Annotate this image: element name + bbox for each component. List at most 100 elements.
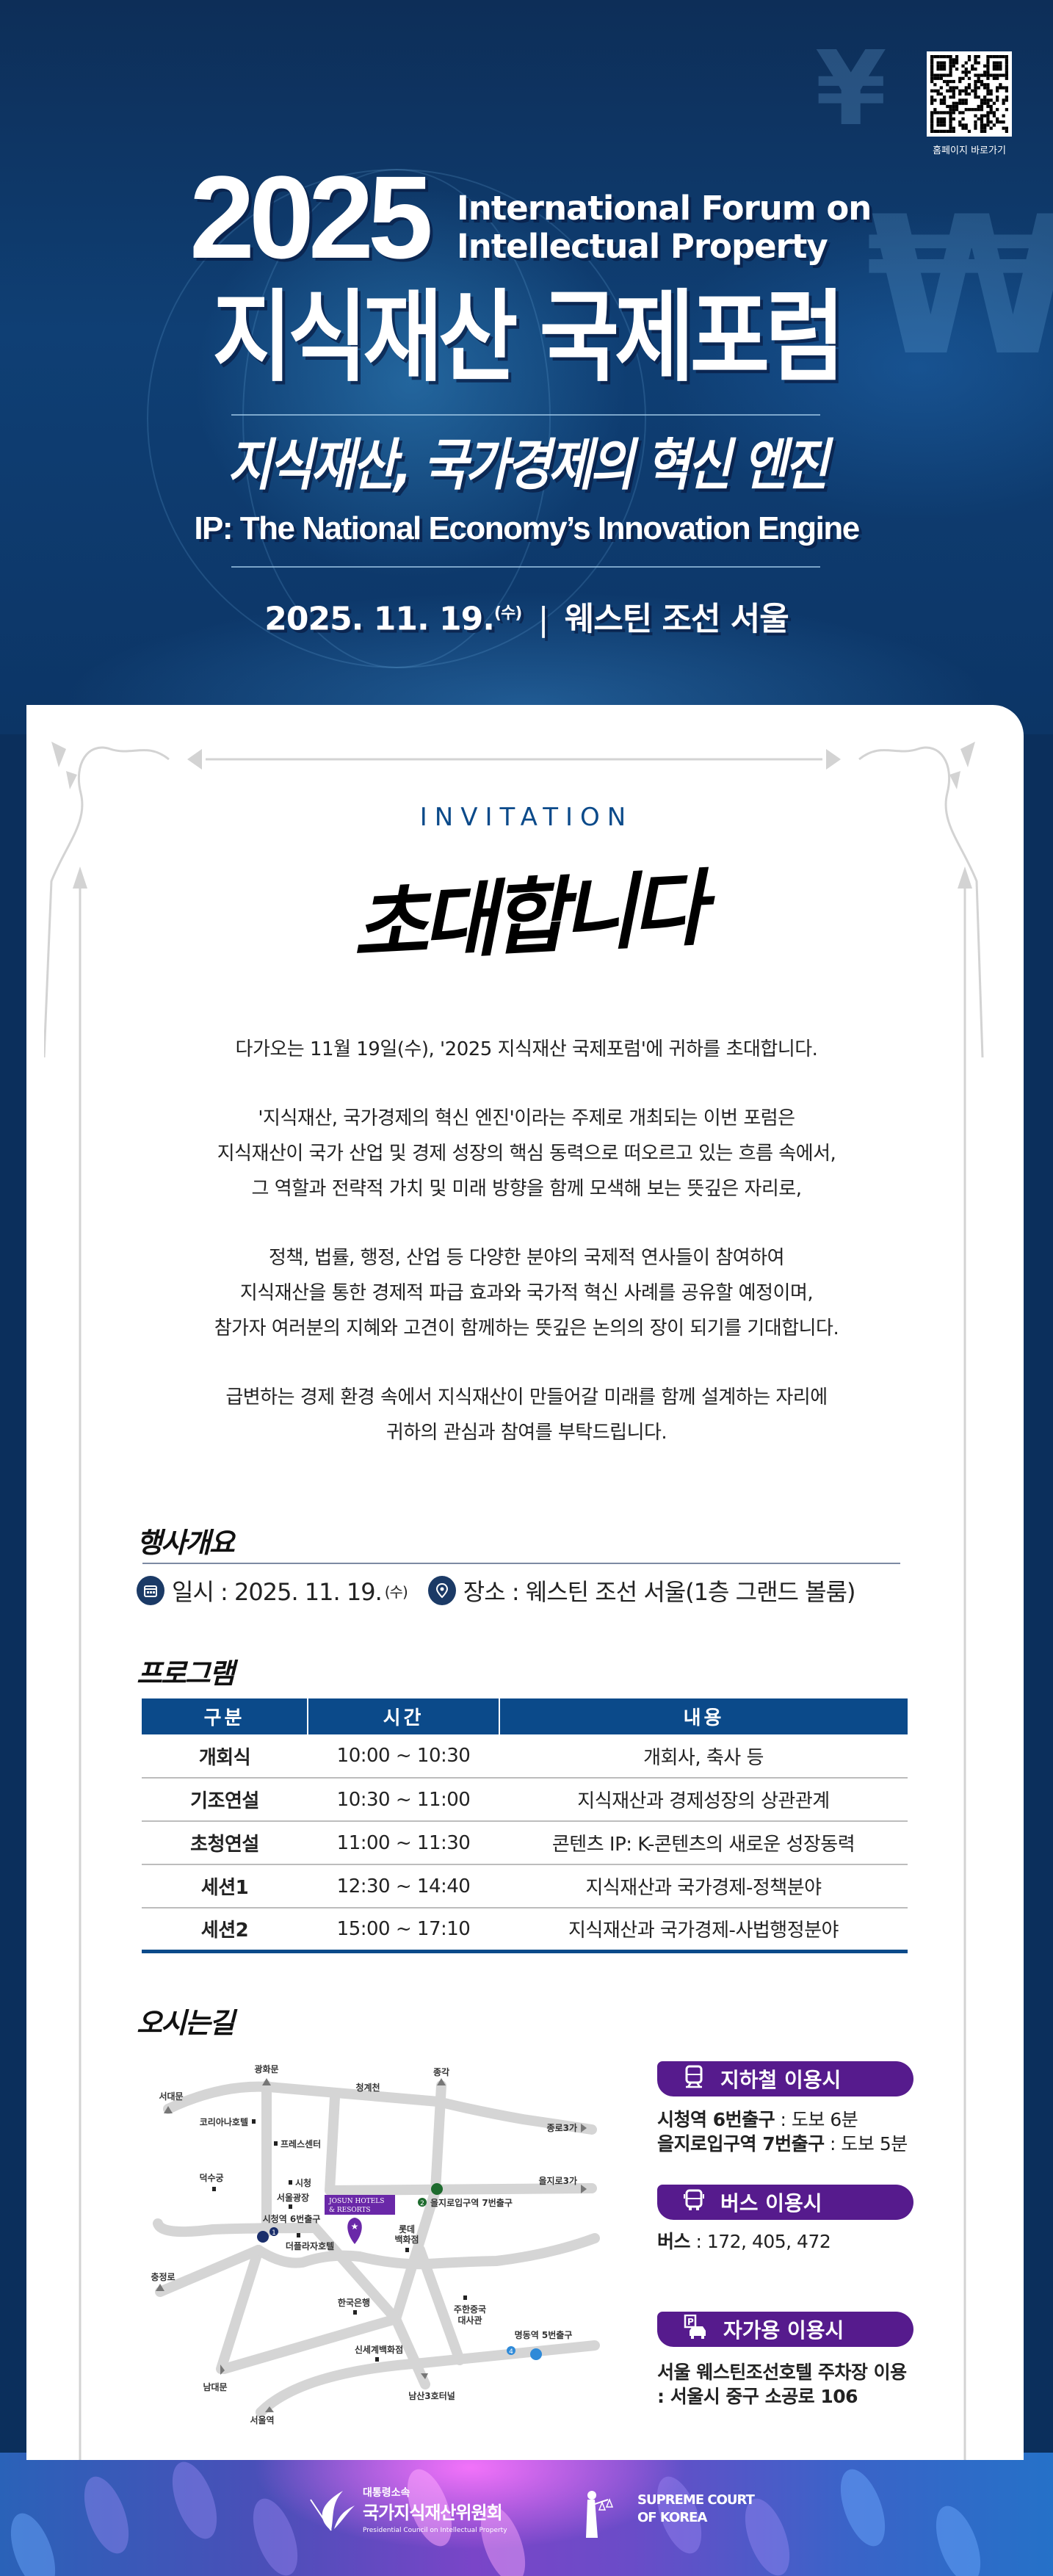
body-line: 급변하는 경제 환경 속에서 지식재산이 만들어갈 미래를 함께 설계하는 자리… — [225, 1386, 828, 1408]
map-label: 서울역 — [250, 2414, 274, 2425]
map-label: 프레스센터 — [281, 2138, 321, 2149]
title-ko: 지식재산 국제포럼 — [212, 278, 845, 396]
map-label: 롯데 — [399, 2224, 415, 2235]
program-category: 세션1 — [142, 1864, 308, 1909]
map-label: 대사관 — [457, 2315, 482, 2326]
body-line: 그 역할과 전략적 가치 및 미래 방향을 함께 모색해 보는 뜻깊은 자리로, — [251, 1178, 802, 1200]
council-small: 대통령소속 — [363, 2487, 410, 2499]
map-label: 덕수궁 — [199, 2172, 223, 2183]
qr-label[interactable]: 홈페이지 바로가기 — [933, 145, 1006, 156]
bus-title: 버스 이용시 — [720, 2191, 822, 2215]
invitation-label: INVITATION — [419, 803, 634, 832]
footer: 대통령소속 국가지식재산위원회 Presidential Council on … — [0, 2453, 1053, 2576]
weekday: (수) — [493, 604, 522, 623]
subway-icon — [684, 2065, 704, 2094]
theme-en: IP: The National Economy’s Innovation En… — [194, 510, 860, 546]
event-date-venue: 2025. 11. 19.(수) | 웨스틴 조선 서울 — [159, 593, 894, 640]
map-label: 시청역 6번출구 — [263, 2213, 321, 2224]
program-content: 지식재산과 경제성장의 상관관계 — [499, 1778, 908, 1822]
supreme-court-line2: OF KOREA — [637, 2510, 707, 2525]
bus-heading: 버스 이용시 — [657, 2185, 913, 2220]
location-pin-icon — [427, 1576, 456, 1605]
subway-info: 시청역 6번출구 : 도보 6분 을지로입구역 7번출구 : 도보 5분 — [657, 2108, 908, 2156]
program-category: 세션2 — [142, 1908, 308, 1953]
subway-exit-1: 시청역 6번출구 — [657, 2109, 775, 2130]
car-parking: 서울 웨스틴조선호텔 주차장 이용 — [657, 2362, 907, 2383]
body-line: '지식재산, 국가경제의 혁신 엔진'이라는 주제로 개최되는 이번 포럼은 — [258, 1107, 795, 1129]
body-line: 지식재산이 국가 산업 및 경제 성장의 핵심 동력으로 떠오르고 있는 흐름 … — [217, 1143, 836, 1165]
title-en-1: International Forum on — [457, 189, 872, 228]
invitation-body: 다가오는 11월 19일(수), '2025 지식재산 국제포럼'에 귀하를 초… — [110, 1032, 943, 1484]
program-content: 콘텐츠 IP: K-콘텐츠의 새로운 성장동력 — [499, 1821, 908, 1865]
divider — [231, 414, 820, 416]
calligraphy-title: 초대합니다 — [350, 860, 703, 975]
yen-icon: ¥ — [815, 29, 887, 149]
map-label: 시청 — [295, 2177, 311, 2188]
subway-title: 지하철 이용시 — [720, 2068, 842, 2092]
divider — [142, 1563, 900, 1564]
subway-heading: 지하철 이용시 — [657, 2061, 913, 2096]
map-label: 남산3호터널 — [408, 2390, 455, 2401]
won-icon: ₩ — [866, 176, 1053, 398]
invitation-card — [26, 705, 1024, 2460]
program-time: 10:00 ~ 10:30 — [308, 1734, 499, 1779]
qr-code[interactable] — [927, 51, 1012, 137]
parking-car-icon: P — [684, 2314, 707, 2345]
line-number: 1 — [272, 2229, 276, 2237]
location-map[interactable]: 광화문 종각 서대문 청계천 코리아나호텔 프레스센터 종로3가 덕수궁 시청 … — [110, 1983, 609, 2438]
bus-numbers: : 172, 405, 472 — [690, 2231, 831, 2252]
josun-hotel-marker[interactable]: JOSUN HOTELS & RESORTS ★ — [325, 2195, 395, 2244]
subway-icon — [530, 2348, 542, 2360]
theme-ko: 지식재산, 국가경제의 혁신 엔진 — [227, 433, 828, 498]
map-roads — [153, 2080, 600, 2417]
program-time: 12:30 ~ 14:40 — [308, 1864, 499, 1909]
map-label: 광화문 — [254, 2063, 278, 2074]
car-heading: P 자가용 이용시 — [657, 2312, 913, 2347]
line-number: 2 — [420, 2200, 424, 2207]
calendar-icon — [137, 1576, 164, 1605]
body-line: 귀하의 관심과 참여를 부탁드립니다. — [386, 1422, 667, 1444]
map-label: 종로3가 — [547, 2122, 577, 2133]
map-label: 백화점 — [394, 2234, 419, 2245]
title-en-2: Intellectual Property — [457, 227, 828, 266]
car-info: 서울 웨스틴조선호텔 주차장 이용 : 서울시 중구 소공로 106 — [657, 2360, 907, 2409]
program-category: 초청연설 — [142, 1821, 308, 1865]
supreme-court-emblem-icon — [573, 2485, 618, 2539]
program-content: 개회사, 축사 등 — [499, 1734, 908, 1779]
council-en: Presidential Council on Intellectual Pro… — [363, 2527, 507, 2534]
map-label: 을지로입구역 7번출구 — [430, 2197, 513, 2208]
program-time: 11:00 ~ 11:30 — [308, 1821, 499, 1865]
subway-icon — [257, 2231, 269, 2243]
body-paragraph: 급변하는 경제 환경 속에서 지식재산이 만들어갈 미래를 함께 설계하는 자리… — [110, 1380, 943, 1450]
map-label: 종각 — [433, 2066, 449, 2077]
location-pin-icon — [347, 2218, 362, 2244]
map-label: 청계천 — [355, 2082, 380, 2093]
body-line: 참가자 여러분의 지혜와 고견이 함께하는 뜻깊은 논의의 장이 되기를 기대합… — [214, 1317, 839, 1339]
body-line: 지식재산을 통한 경제적 파급 효과와 국가적 혁신 사례를 공유할 예정이며, — [239, 1282, 814, 1304]
map-label: 더플라자호텔 — [286, 2240, 334, 2251]
supreme-court-line1: SUPREME COURT — [637, 2492, 755, 2508]
bus-info: 버스 : 172, 405, 472 — [657, 2229, 831, 2254]
section-title-directions: 오시는길 — [137, 2007, 235, 2039]
section-title-program: 프로그램 — [137, 1657, 235, 1690]
program-content: 지식재산과 국가경제-사법행정분야 — [499, 1908, 908, 1953]
map-label: 을지로3가 — [538, 2175, 577, 2186]
map-label: 한국은행 — [338, 2297, 370, 2308]
hotel-logo-text: & RESORTS — [329, 2207, 371, 2214]
subway-markers: 2 1 4 — [257, 2183, 542, 2360]
subway-exit-2: 을지로입구역 7번출구 — [657, 2133, 825, 2154]
program-time: 10:30 ~ 11:00 — [308, 1778, 499, 1822]
body-paragraph: 다가오는 11월 19일(수), '2025 지식재산 국제포럼'에 귀하를 초… — [110, 1032, 943, 1067]
subway-icon — [431, 2183, 443, 2195]
map-label: 서대문 — [159, 2091, 183, 2102]
bus-label: 버스 — [657, 2231, 691, 2252]
header-time: 시간 — [307, 1698, 499, 1734]
subway-walk-1: : 도보 6분 — [775, 2109, 858, 2130]
event-weekday: (수) — [384, 1582, 408, 1601]
